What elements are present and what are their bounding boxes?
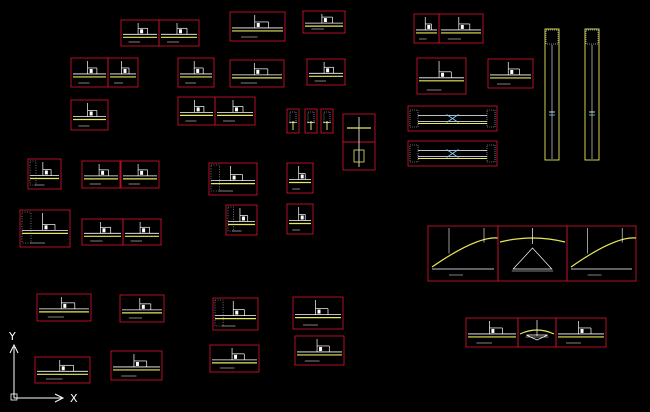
detail-drawing-10[interactable] [70, 99, 109, 131]
detail-drawing-28[interactable] [209, 344, 260, 373]
ucs-y-label: Y [9, 330, 16, 343]
detail-drawing-6[interactable] [107, 57, 139, 88]
detail-drawing-45[interactable] [320, 108, 334, 134]
detail-drawing-21[interactable] [225, 204, 258, 236]
detail-drawing-19[interactable] [81, 218, 124, 246]
detail-drawing-1[interactable] [120, 19, 160, 47]
detail-drawing-13[interactable] [27, 158, 62, 190]
detail-drawing-15[interactable] [120, 160, 160, 189]
detail-drawing-23[interactable] [36, 293, 92, 322]
detail-drawing-41[interactable] [517, 317, 557, 348]
detail-drawing-8[interactable] [229, 59, 285, 88]
detail-drawing-31[interactable] [413, 13, 440, 44]
detail-drawing-5[interactable] [70, 57, 109, 88]
detail-drawing-46[interactable] [342, 113, 376, 171]
detail-drawing-30[interactable] [34, 356, 91, 384]
detail-drawing-22[interactable] [286, 203, 314, 235]
detail-drawing-40[interactable] [465, 317, 519, 348]
detail-drawing-35[interactable] [407, 105, 498, 132]
detail-drawing-32[interactable] [438, 13, 484, 44]
detail-drawing-39[interactable] [566, 225, 637, 282]
detail-drawing-38[interactable] [497, 225, 568, 282]
detail-drawing-14[interactable] [81, 160, 121, 189]
detail-drawing-11[interactable] [177, 96, 216, 126]
detail-drawing-7[interactable] [177, 57, 215, 88]
detail-drawing-9[interactable] [306, 58, 346, 86]
detail-drawing-43[interactable] [286, 108, 300, 134]
detail-drawing-34[interactable] [487, 58, 534, 89]
detail-drawing-2[interactable] [158, 19, 200, 47]
detail-drawing-29[interactable] [110, 350, 163, 381]
detail-drawing-12[interactable] [214, 96, 256, 126]
detail-drawing-16[interactable] [208, 162, 258, 196]
ucs-x-label: X [70, 392, 78, 405]
ucs-icon [9, 343, 65, 403]
detail-drawing-33[interactable] [416, 57, 467, 95]
detail-drawing-26[interactable] [292, 296, 344, 330]
detail-drawing-3[interactable] [229, 11, 286, 42]
detail-drawing-20[interactable] [122, 218, 162, 246]
detail-drawing-44[interactable] [304, 108, 318, 134]
detail-drawing-25[interactable] [212, 297, 259, 331]
detail-drawing-4[interactable] [302, 10, 346, 34]
detail-drawing-36[interactable] [407, 140, 498, 167]
detail-drawing-37[interactable] [427, 225, 499, 282]
wall-section-strip-2[interactable] [584, 28, 600, 161]
detail-drawing-24[interactable] [119, 294, 165, 323]
detail-drawing-17[interactable] [286, 162, 314, 194]
detail-drawing-27[interactable] [294, 335, 345, 366]
detail-drawing-18[interactable] [19, 209, 71, 248]
wall-section-strip-1[interactable] [544, 28, 560, 161]
detail-drawing-42[interactable] [555, 317, 607, 348]
